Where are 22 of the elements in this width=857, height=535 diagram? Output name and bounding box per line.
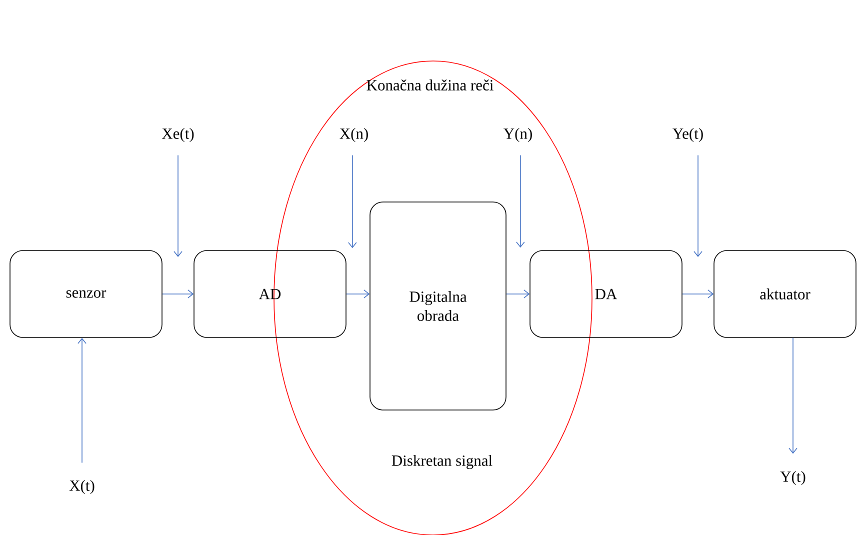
signal-label: Y(n) — [504, 128, 532, 142]
signal-label: Y(t) — [780, 470, 806, 486]
arrow — [346, 290, 370, 298]
arrow — [506, 290, 530, 298]
signal-label: Xe(t) — [162, 128, 194, 142]
arrow — [694, 154, 702, 257]
arrow — [682, 290, 714, 298]
arrow — [162, 290, 194, 298]
arrow — [78, 338, 86, 464]
arrow — [788, 338, 798, 454]
arrow — [348, 154, 357, 248]
process-box: aktuator — [714, 250, 856, 338]
process-box: senzor — [10, 250, 162, 338]
process-box: DA — [530, 250, 682, 338]
signal-label: X(n) — [340, 128, 368, 142]
signal-label: X(t) — [69, 480, 94, 494]
ellipse-label: Diskretan signal — [392, 454, 492, 470]
signal-label: Ye(t) — [672, 128, 703, 142]
arrow — [516, 154, 525, 248]
process-box: Digitalna obrada — [370, 202, 506, 410]
ellipse-label: Konačna dužina reči — [366, 80, 494, 90]
arrow — [174, 154, 182, 257]
